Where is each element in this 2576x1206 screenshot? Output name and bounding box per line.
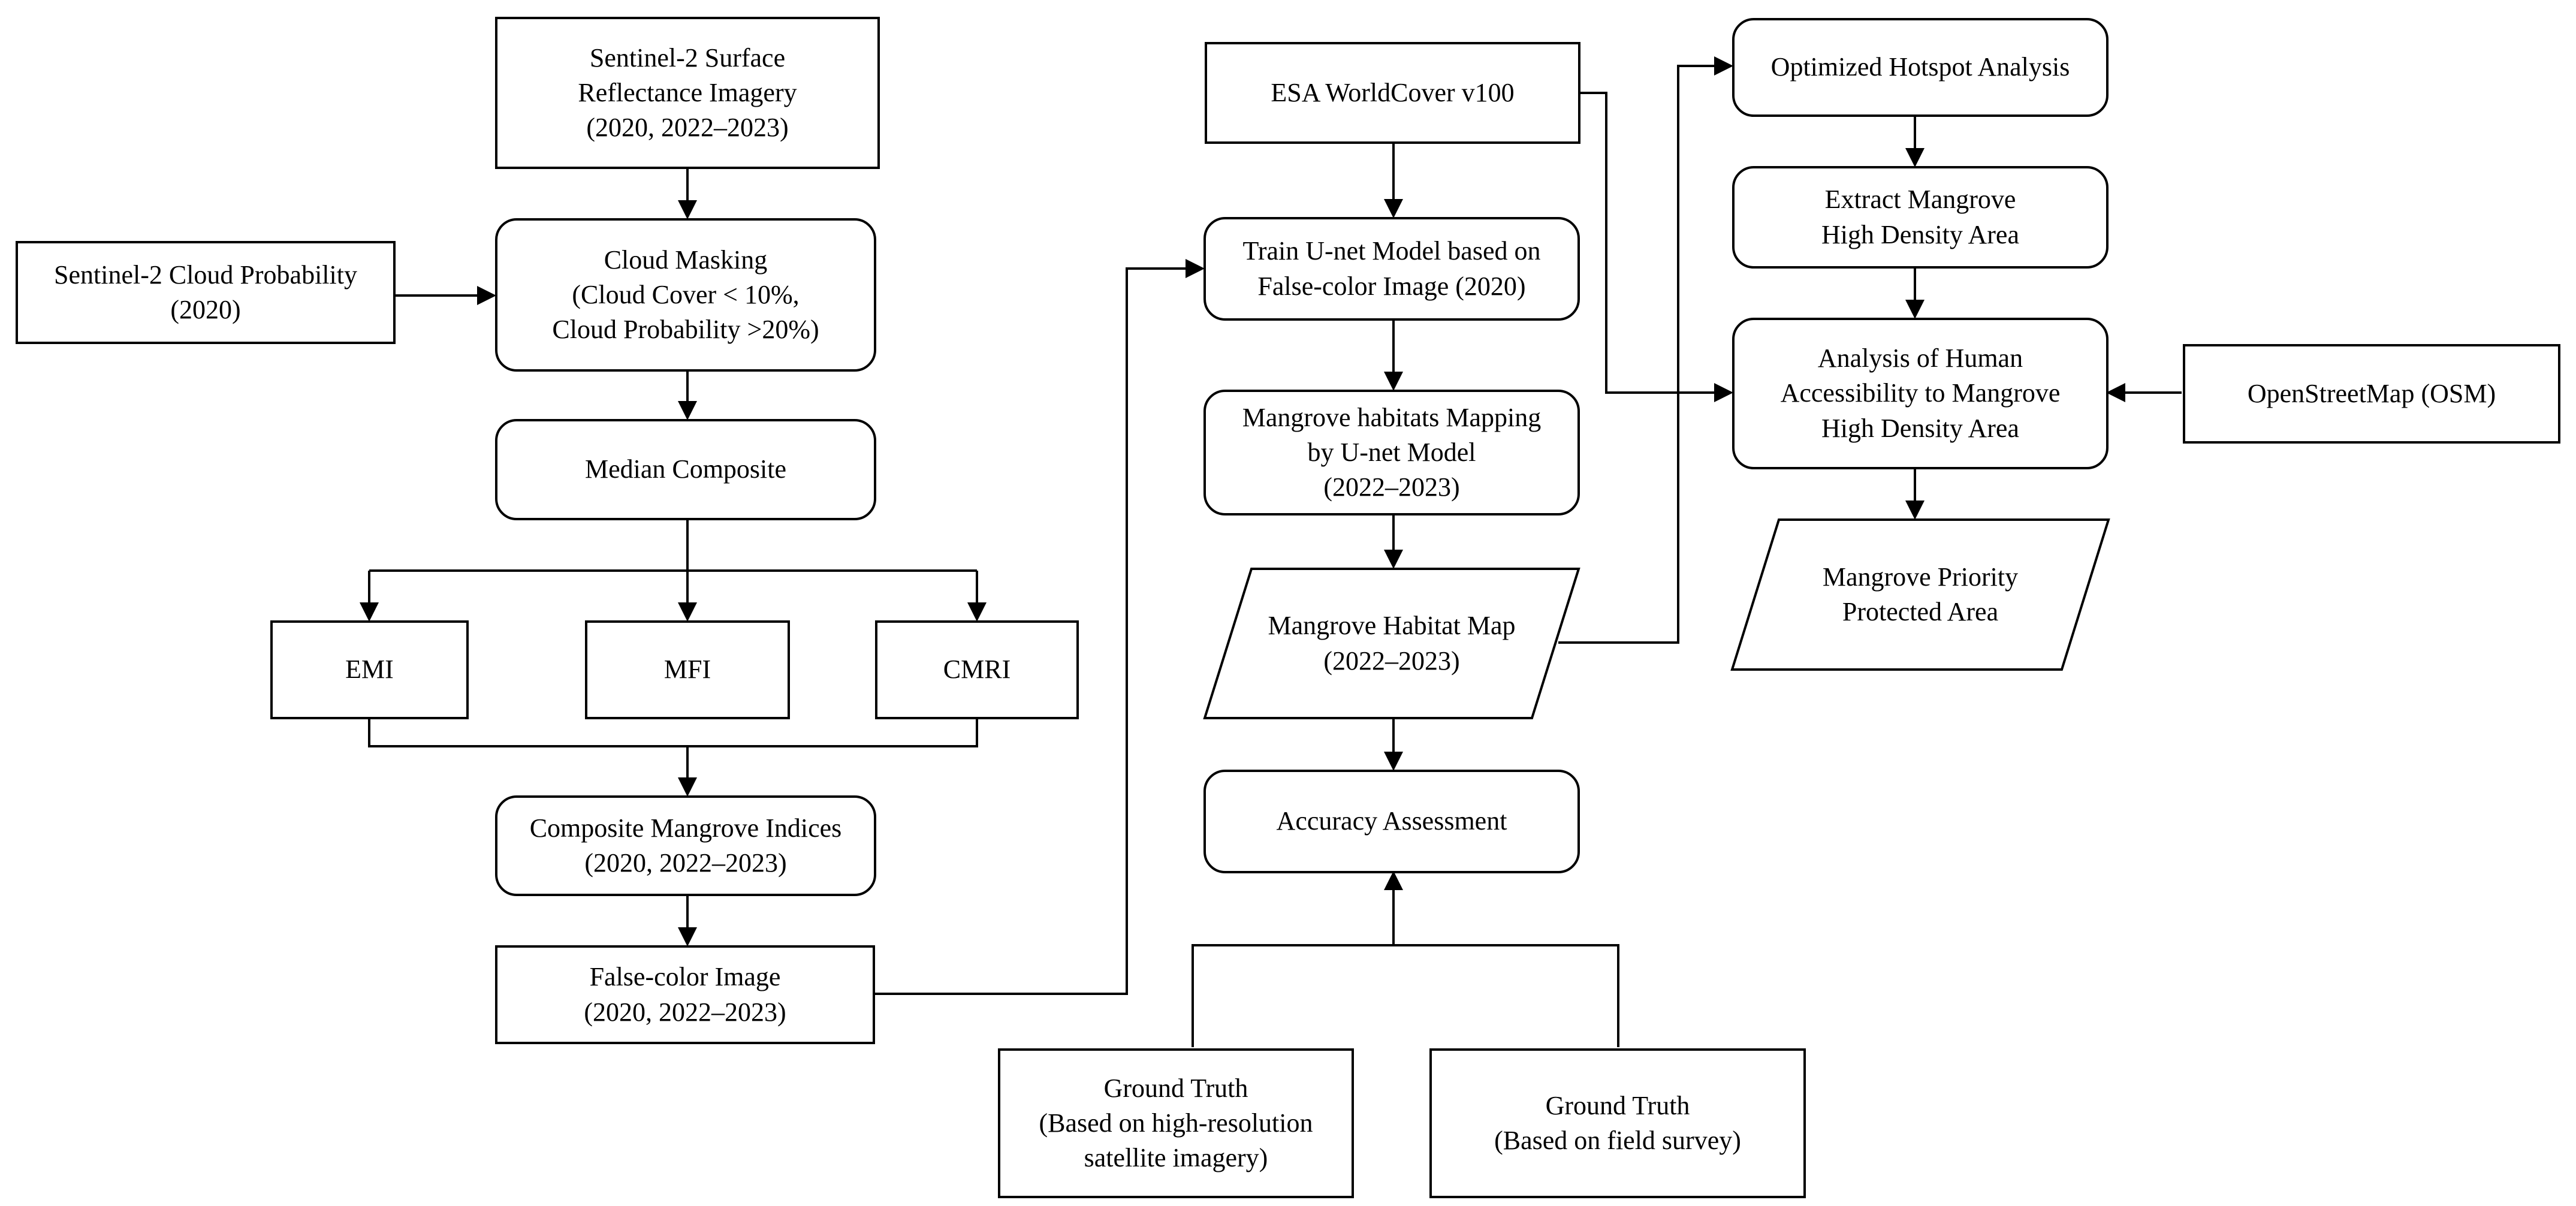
node-extract-high-density: Extract Mangrove High Density Area (1732, 166, 2109, 269)
node-composite-mangrove-indices: Composite Mangrove Indices (2020, 2022–2… (495, 795, 876, 896)
node-train-unet-model: Train U-net Model based on False-color I… (1203, 217, 1580, 321)
arrow-ground-truth-to-accuracy (1192, 873, 1619, 1047)
habitat-map-label: Mangrove Habitat Map (2022–2023) (1268, 611, 1516, 676)
parallelogram-shape (1730, 518, 2110, 671)
node-false-color-image: False-color Image (2020, 2022–2023) (495, 945, 875, 1044)
node-mangrove-priority-protected-area: Mangrove Priority Protected Area (1730, 518, 2110, 671)
node-human-accessibility-analysis: Analysis of Human Accessibility to Mangr… (1732, 318, 2109, 469)
arrow-esa-to-accessibility (1580, 92, 1733, 402)
connector-indices-join (368, 719, 978, 747)
node-sentinel2-surface-reflectance: Sentinel-2 Surface Reflectance Imagery (… (495, 17, 880, 169)
arrow-false-color-to-train-unet (875, 259, 1205, 995)
node-median-composite: Median Composite (495, 419, 876, 520)
parallelogram-shape (1203, 568, 1580, 719)
arrow-habitat-map-to-hotspot (1558, 56, 1733, 644)
node-optimized-hotspot-analysis: Optimized Hotspot Analysis (1732, 18, 2109, 117)
node-cmri: CMRI (875, 620, 1079, 719)
node-mangrove-habitat-map: Mangrove Habitat Map (2022–2023) (1203, 568, 1580, 719)
connector-median-split (369, 520, 977, 572)
node-habitat-mapping-unet: Mangrove habitats Mapping by U-net Model… (1203, 390, 1580, 515)
node-openstreetmap: OpenStreetMap (OSM) (2183, 344, 2560, 444)
node-emi: EMI (270, 620, 469, 719)
node-mfi: MFI (585, 620, 790, 719)
node-ground-truth-satellite: Ground Truth (Based on high-resolution s… (998, 1048, 1354, 1198)
priority-area-label: Mangrove Priority Protected Area (1822, 562, 2019, 626)
node-sentinel2-cloud-probability: Sentinel-2 Cloud Probability (2020) (16, 241, 396, 344)
node-ground-truth-field: Ground Truth (Based on field survey) (1429, 1048, 1806, 1198)
node-esa-worldcover: ESA WorldCover v100 (1205, 42, 1580, 144)
node-cloud-masking: Cloud Masking (Cloud Cover < 10%, Cloud … (495, 218, 876, 372)
node-accuracy-assessment: Accuracy Assessment (1203, 770, 1580, 873)
